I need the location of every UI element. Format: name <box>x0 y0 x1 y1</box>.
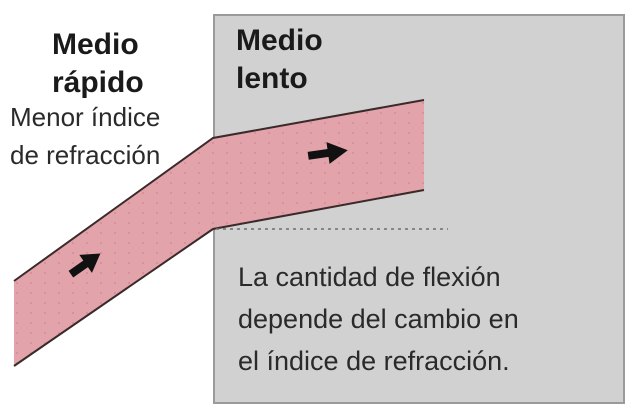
fast-medium-title-line-2: rápido <box>52 66 144 99</box>
caption-line-1: La cantidad de flexión <box>238 262 501 292</box>
bending-caption: La cantidad de flexión depende del cambi… <box>238 256 618 382</box>
beam-upper-edge <box>13 99 425 282</box>
caption-line-3: el índice de refracción. <box>238 346 510 376</box>
beam-lower-edge <box>13 189 425 367</box>
fast-medium-title-line-1: Medio <box>52 28 139 61</box>
slow-medium-title-line-1: Medio <box>236 24 323 57</box>
arrow-right-icon <box>307 142 348 164</box>
arrow-right-up-icon <box>68 253 101 278</box>
slow-medium-title-line-2: lento <box>236 62 308 95</box>
lower-index-note-line-2: de refracción <box>10 140 161 170</box>
lower-index-note: Menor índice de refracción <box>10 98 160 174</box>
slow-medium-title: Medio lento <box>236 22 323 98</box>
lower-index-note-line-1: Menor índice <box>10 102 161 132</box>
fast-medium-title: Medio rápido <box>52 26 144 102</box>
caption-line-2: depende del cambio en <box>238 304 519 334</box>
